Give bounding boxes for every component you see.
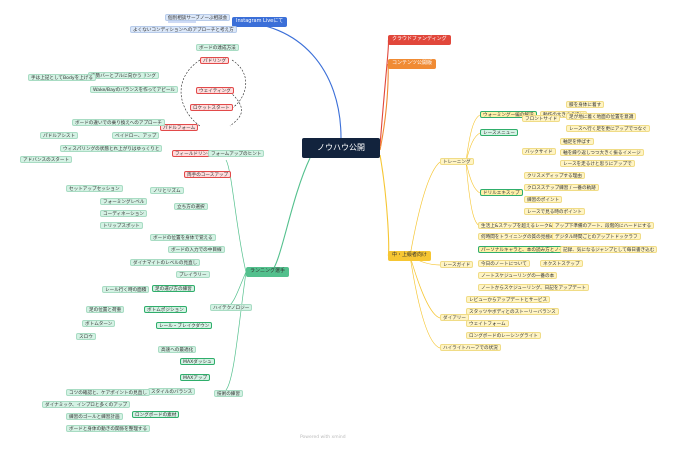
drill-item-2[interactable]: クロスステップ練習 / 一番の軌跡 [524,184,599,191]
diary-item-3[interactable]: ウェイトフォーム [466,320,509,327]
hub-crowdfunding[interactable]: クラウドファンディング [388,35,451,45]
stance-item-1[interactable]: セットアップセッション [66,185,123,192]
red-2[interactable]: ウェイティング [196,87,234,94]
ig-item-1[interactable]: 個別相談サーブノーぶ相談会 [165,14,231,21]
root-topic[interactable]: ノウハウ公開 [302,138,380,158]
edge-menu [465,132,481,163]
relation-arrow-3 [229,91,242,127]
stance-item-5[interactable]: ノリとリズム [150,187,184,194]
footer-credit: Powered with xmind [300,435,346,440]
drill-item-1[interactable]: クリスメディップする理由 [524,172,585,179]
front-label[interactable]: フロントサイド [522,115,561,122]
plus-r-1[interactable]: アップ下準備のアート、段階的にハードにする [552,222,655,229]
branch-training [409,161,441,257]
chain-1[interactable]: ボードの位置を身体で覚える [150,234,216,241]
drill-item-3[interactable]: 練習のポイント [524,196,563,203]
training-label[interactable]: トレーニング [440,158,474,165]
upper-left-2[interactable]: 手は上記としてBodyを上げる [28,74,96,81]
lower-box-2[interactable]: MAXアップ [180,374,211,381]
stance-item-3[interactable]: コーディネーション [100,210,147,217]
diary-item-4[interactable]: ロングボードのレーシングライト [466,332,541,339]
branch-lower [225,271,247,391]
diary-item-1[interactable]: レビューからアップデートとサービス [466,296,551,303]
guide-item-4[interactable]: ノートからスケジューリング、日記をアップデート [478,284,590,291]
plus-2[interactable]: 何時間をトライニングの質の見極め [478,233,558,240]
pull-1[interactable]: パドルアシスト [40,132,79,139]
middle-item-3[interactable]: レール行く時の面積 [102,286,150,293]
stance-item-2[interactable]: フォーミングレベル [100,198,148,205]
red-6[interactable]: 両手のコースアップ [184,171,232,178]
upper-3[interactable]: ウィスパリングの状態とれ上がりはゆっくりと [60,145,163,152]
red-1[interactable]: パドリング [200,57,230,64]
diary-label[interactable]: ダイアリー [440,314,469,321]
middle-label[interactable]: ハイテクノロジー [210,304,253,311]
middle-item-1[interactable]: ダイナマイトのレベルの見直し [130,259,201,266]
middle-box-1[interactable]: 足の運び方の練習 [152,285,195,292]
plus-r-2[interactable]: デジタル時間ごとのアップトドックラフ [552,233,641,240]
lower-item-7[interactable]: ボードと身体の動きの関係を整理する [66,425,151,432]
middle-item-4[interactable]: 足の位置と荷重 [86,306,125,313]
middle-item-2[interactable]: プレイラリー [176,271,210,278]
upper-left-4[interactable]: ボードの違いでの乗り換えへのアプローチ [72,119,165,126]
relation-arrow-1 [231,59,247,109]
middle-item-7[interactable]: 高速への最適化 [158,346,197,353]
lower-item-4[interactable]: コツの確認と、ケアポイントの見直し [66,389,150,396]
red-3[interactable]: ロケットスタート [190,104,233,111]
lower-item-5[interactable]: ダイナミック、インプロと多くのアップ [42,401,131,408]
branch-upper [225,159,247,273]
stance-label[interactable]: 立ち方の選択 [174,203,208,210]
ig-item-2[interactable]: よくないコンディションへのアプローチと考え方 [130,26,237,33]
hub-instagram[interactable]: Instagram Liveにて [232,17,288,27]
warmup-label[interactable]: ウォーミングー編の解説 [480,111,537,118]
drill-item-4[interactable]: レースで見る時のポイント [524,208,585,215]
upper-4[interactable]: アドバンスのスタート [20,156,73,163]
guide-side-1[interactable]: 記録、気になるジャンプとして毎日書き込む [560,246,658,253]
lower-box-1[interactable]: MAXダッシュ [180,358,215,365]
tail-label[interactable]: ハイライトハーフでの状況 [440,344,501,351]
upper-1[interactable]: ボードの達成方法 [196,44,239,51]
back-item-3[interactable]: レースを走るけと思うにアップで [560,160,635,167]
upper-5[interactable]: フォームアップのヒント [208,150,265,157]
back-label[interactable]: バックサイド [522,148,556,155]
middle-box-3[interactable]: レール・ブレイクダウン [156,322,213,329]
drill-label[interactable]: ドリルエキスップ [480,189,523,196]
lower-item-6[interactable]: 練習のゴールと練習計画 [66,413,123,420]
lower-label[interactable]: 技術の練習 [214,390,243,397]
hub-intermediate[interactable]: 中・上級者向け [388,251,432,261]
guide-item-2[interactable]: 今日のノートについて [478,260,530,267]
guide-item-1[interactable]: パーソナルキャラと、本の読み方とノート [478,246,572,253]
upper-left-3[interactable]: Wake/Bayのバランスを作ってアピール [90,86,179,93]
guide-side-2[interactable]: ネクストステップ [540,260,583,267]
back-item-2[interactable]: 軸を繰り返しつつ大きく振るイメージ [560,149,644,156]
red-4[interactable]: パドルフォーム [160,124,199,131]
middle-box-2[interactable]: ボトムポジション [144,306,187,313]
middle-item-5[interactable]: ボトムターン [82,320,116,327]
guide-label[interactable]: レースガイド [440,261,474,268]
guide-item-3[interactable]: ノートスケジューリングの一番の本 [478,272,558,279]
pull-2[interactable]: ベイドロー、アップ [112,132,160,139]
branch-tail [409,255,441,349]
edge-drill [465,161,481,194]
chain-2[interactable]: ボードの入力での中目線 [168,246,225,253]
back-item-1[interactable]: 軸足を伸ばす [560,138,594,145]
branch-diary [409,255,441,319]
lower-item-3[interactable]: スタイルのバランス [148,388,196,395]
diary-item-2[interactable]: スタッツやボディとのストーリーバランス [466,308,559,315]
front-item-2[interactable]: 足が地に着く地面の位置を意識 [566,113,637,120]
edge-warmup [465,114,481,163]
upper-left-1[interactable]: 姿勢バーとプルに向かう [88,72,145,79]
lower-box-3[interactable]: ロングボードの素材 [132,411,180,418]
relation-arrow-2 [180,59,201,127]
hub-beginner[interactable]: ランニング選手 [246,267,290,277]
front-item-1[interactable]: 膝を身体に着す [566,101,605,108]
hub-contents[interactable]: コンテンツ公開版 [388,59,437,69]
front-item-3[interactable]: レースへ行く足を更にアップでつなぐ [566,125,650,132]
menu-label[interactable]: レースメニュー [480,129,518,136]
middle-item-6[interactable]: スロウ [76,333,96,340]
stance-item-4[interactable]: トリップスポット [100,222,143,229]
